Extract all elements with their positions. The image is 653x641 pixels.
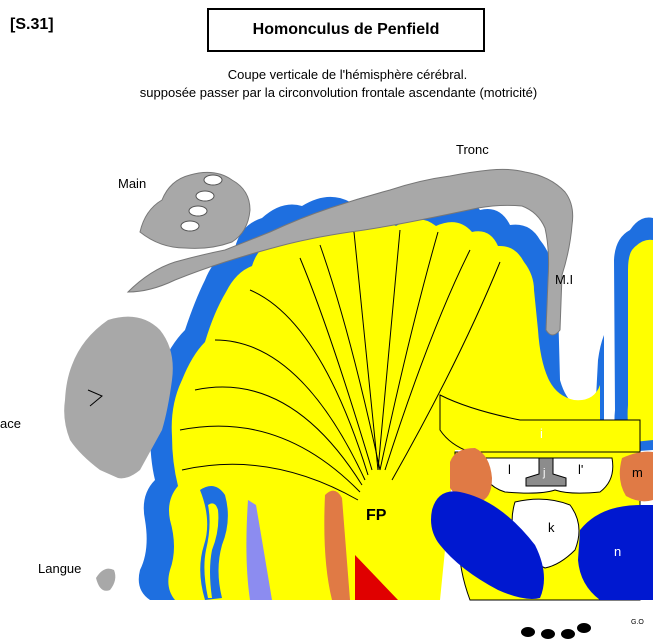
bottom-dots [521,623,591,639]
label-n: n [614,544,621,559]
label-i: i [540,426,543,441]
right-hemisphere-white-matter [628,240,653,442]
label-l-prime: l' [578,462,583,477]
label-fp: FP [366,507,387,524]
label-m: m [632,465,643,480]
label-langue: Langue [38,561,81,576]
label-mi: M.I [555,272,573,287]
label-j: j [542,467,545,479]
label-k: k [548,520,555,535]
label-l: l [508,462,511,477]
signature: G.O [631,619,644,626]
label-tronc: Tronc [456,142,489,157]
homunculus-tongue [96,569,115,591]
label-face: ace [0,416,21,431]
label-main: Main [118,176,146,191]
